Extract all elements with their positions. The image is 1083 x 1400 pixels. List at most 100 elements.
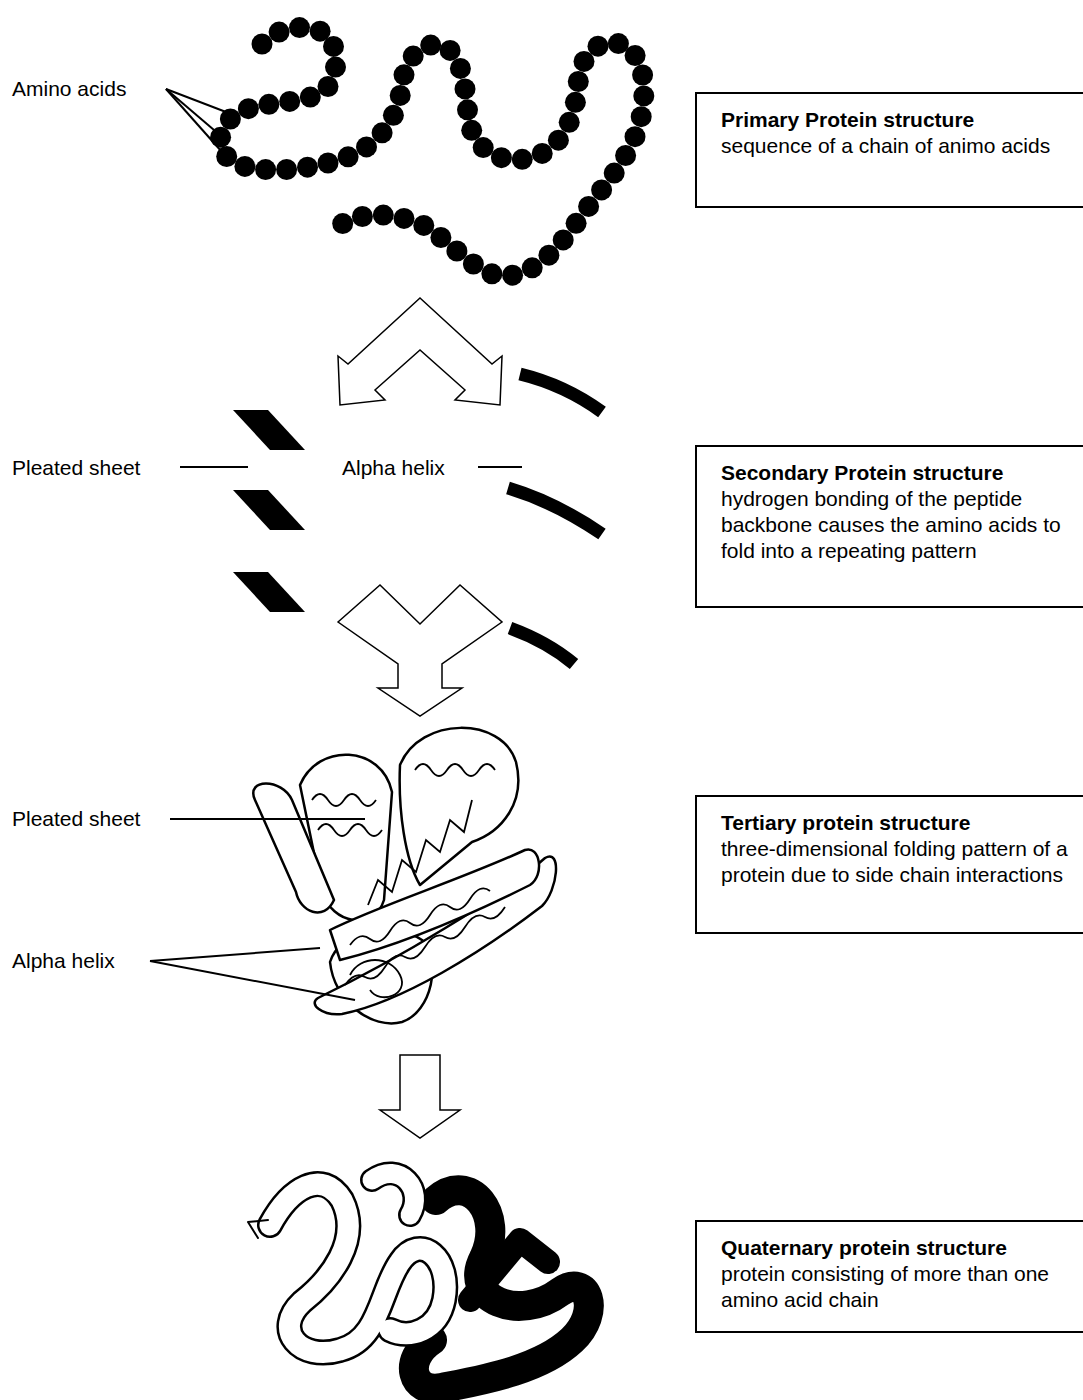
tertiary-ribbon: [253, 728, 556, 1024]
part-label: Pleated sheet: [10, 455, 142, 481]
helix-wave: [415, 764, 495, 776]
amino-acid-bead: [318, 153, 339, 174]
leader-lines: [166, 89, 226, 152]
box-heading: Primary Protein structure: [721, 107, 1075, 133]
amino-acid-bead: [632, 65, 653, 86]
amino-acid-bead: [323, 36, 344, 57]
amino-acid-bead: [512, 149, 533, 170]
amino-acid-beads: [210, 17, 654, 286]
quaternary-chains: [248, 1173, 589, 1388]
helix-wave: [318, 824, 382, 836]
helix-strand: [520, 374, 602, 412]
amino-acid-bead: [457, 99, 478, 120]
amino-acid-bead: [591, 179, 612, 200]
leader-line: [150, 961, 355, 1000]
amino-acid-bead: [252, 34, 273, 55]
alpha-helix-symbols: [508, 374, 602, 664]
amino-acid-bead: [238, 98, 259, 119]
amino-acid-bead: [578, 196, 599, 217]
structure-box: Primary Protein structuresequence of a c…: [695, 92, 1083, 208]
amino-acid-bead: [258, 94, 279, 115]
amino-acid-bead: [568, 71, 589, 92]
amino-acid-bead: [352, 206, 373, 227]
amino-acid-bead: [403, 46, 424, 67]
amino-acid-bead: [420, 35, 441, 56]
amino-acid-bead: [390, 85, 411, 106]
amino-acid-bead: [455, 78, 476, 99]
amino-acid-bead: [300, 87, 321, 108]
sheet-strand: [233, 572, 305, 612]
leader-line: [150, 948, 320, 961]
structure-box: Tertiary protein structurethree-dimensio…: [695, 795, 1083, 934]
amino-acid-bead: [631, 106, 652, 127]
box-description: three-dimensional folding pattern of a p…: [721, 836, 1075, 888]
sheet-strand: [233, 490, 305, 530]
amino-acid-bead: [473, 137, 494, 158]
split-arrow: [338, 298, 502, 405]
sheet-zigzag: [368, 800, 472, 905]
amino-acid-bead: [565, 92, 586, 113]
dark-chain: [470, 1240, 548, 1300]
down-arrow: [380, 1055, 460, 1138]
amino-acid-chain: [220, 28, 644, 277]
leader-lines: [150, 819, 365, 1000]
amino-acid-bead: [450, 58, 471, 79]
coil-loop: [350, 960, 402, 997]
leader-line: [180, 466, 248, 468]
part-label: Alpha helix: [340, 455, 447, 481]
light-chain: [372, 1173, 415, 1215]
amino-acid-bead: [559, 112, 580, 133]
amino-acid-bead: [491, 147, 512, 168]
amino-acid-bead: [338, 146, 359, 167]
amino-acid-bead: [255, 159, 276, 180]
merge-arrow: [338, 585, 502, 716]
helix-strand: [508, 488, 602, 534]
amino-acid-bead: [566, 213, 587, 234]
sheet-strand: [233, 410, 305, 450]
part-label: Pleated sheet: [10, 806, 142, 832]
amino-acid-bead: [297, 157, 318, 178]
amino-acid-bead: [502, 265, 523, 286]
amino-acid-bead: [440, 40, 461, 61]
amino-acid-bead: [625, 126, 646, 147]
amino-acid-bead: [553, 229, 574, 250]
box-heading: Secondary Protein structure: [721, 460, 1075, 486]
tertiary-detail: [312, 764, 505, 997]
leader-line: [166, 89, 222, 152]
amino-acid-bead: [538, 245, 559, 266]
amino-acid-bead: [318, 76, 339, 97]
amino-acid-bead: [279, 91, 300, 112]
amino-acid-bead: [325, 57, 346, 78]
ribbon-loop: [253, 784, 334, 913]
amino-acid-bead: [461, 120, 482, 141]
amino-acid-bead: [522, 257, 543, 278]
leader-line: [478, 466, 522, 468]
amino-acid-bead: [625, 45, 646, 66]
light-chain-outline: [372, 1173, 415, 1215]
amino-acid-bead: [234, 156, 255, 177]
leader-line: [170, 818, 365, 820]
amino-acid-bead: [633, 85, 654, 106]
amino-acid-bead: [373, 205, 394, 226]
helix-wave: [350, 888, 490, 945]
amino-acid-bead: [289, 17, 310, 38]
pleated-sheet-symbols: [233, 410, 305, 612]
amino-acid-bead: [604, 163, 625, 184]
box-description: sequence of a chain of animo acids: [721, 133, 1075, 159]
amino-acid-bead: [463, 254, 484, 275]
amino-acid-bead: [332, 213, 353, 234]
helix-wave: [312, 794, 376, 806]
amino-acid-bead: [430, 227, 451, 248]
helix-strand: [510, 628, 574, 664]
amino-acid-bead: [394, 64, 415, 85]
amino-acid-bead: [394, 208, 415, 229]
amino-acid-bead: [615, 145, 636, 166]
part-label: Alpha helix: [10, 948, 117, 974]
box-heading: Tertiary protein structure: [721, 810, 1075, 836]
amino-acid-bead: [588, 36, 609, 57]
box-description: protein consisting of more than one amin…: [721, 1261, 1075, 1313]
helix-ribbon: [330, 849, 539, 960]
helix-wave: [345, 907, 505, 985]
chain-end: [248, 1220, 268, 1238]
